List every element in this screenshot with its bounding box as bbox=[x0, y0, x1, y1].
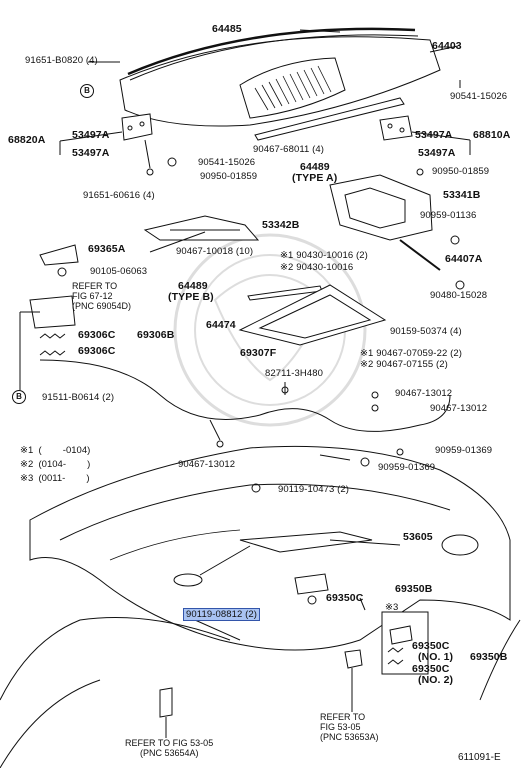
label-91651-60616: 91651-60616 (4) bbox=[83, 190, 155, 201]
label-64485: 64485 bbox=[212, 23, 242, 35]
hood-inner-64474 bbox=[238, 284, 387, 346]
label-90159-50374: 90159-50374 (4) bbox=[390, 326, 462, 337]
ref-fig-53-05-a-line1: REFER TO FIG 53-05 bbox=[125, 738, 214, 748]
label-90959-01136: 90959-01136 bbox=[420, 210, 477, 221]
legend-row-3: ※3 (0011- ) bbox=[20, 473, 90, 484]
legend-row-2: ※2 (0104- ) bbox=[20, 459, 91, 470]
insulator-53341b bbox=[329, 174, 433, 241]
label-69350b-1: 69350B bbox=[395, 583, 433, 595]
hood-latch bbox=[29, 295, 76, 329]
label-69306c-1: 69306C bbox=[78, 329, 116, 341]
label-69350c-no1-sub: (NO. 1) bbox=[418, 651, 454, 663]
label-53497a-3: 53497A bbox=[415, 129, 453, 141]
bracket-69365a bbox=[39, 244, 79, 266]
hood-scoop bbox=[239, 57, 346, 119]
label-69350c-no1: 69350C bbox=[412, 640, 450, 652]
label-90467-13012-b: 90467-13012 bbox=[430, 403, 488, 414]
label-64489-a: 64489 bbox=[300, 161, 330, 173]
release-cable-69307f bbox=[39, 359, 451, 432]
ref-fig-53-05-b-line2: FIG 53-05 bbox=[320, 722, 361, 732]
label-69306c-2: 69306C bbox=[78, 345, 116, 357]
label-53497a-1: 53497A bbox=[72, 129, 110, 141]
right-hinge bbox=[379, 115, 413, 141]
label-64407a: 64407A bbox=[445, 253, 483, 265]
label-91651-b0820: 91651-B0820 (4) bbox=[25, 55, 98, 66]
label-64474: 64474 bbox=[206, 319, 236, 331]
note-5-mark: ※3 bbox=[385, 602, 399, 613]
callout-b-left: B bbox=[12, 390, 26, 404]
label-69350c-1: 69350C bbox=[326, 592, 364, 604]
label-53497a-2: 53497A bbox=[72, 147, 110, 159]
note-2-mark: ※2 bbox=[280, 262, 294, 273]
legend-row-1: ※1 ( -0104) bbox=[20, 445, 91, 456]
note-1-mark: ※1 bbox=[280, 250, 294, 261]
label-69306b: 69306B bbox=[137, 329, 175, 341]
label-90541-15026-a: 90541-15026 bbox=[450, 91, 508, 102]
label-90119-08812-highlighted[interactable]: 90119-08812 (2) bbox=[183, 608, 261, 621]
label-90119-10473: 90119-10473 (2) bbox=[278, 484, 350, 495]
ref-fig-67-12-line3: (PNC 69054D) bbox=[72, 301, 132, 311]
label-90950-01859-a: 90950-01859 bbox=[200, 171, 258, 182]
label-64489-b: 64489 bbox=[178, 280, 208, 292]
label-69350b-2: 69350B bbox=[470, 651, 508, 663]
left-hinge bbox=[121, 113, 153, 141]
label-90467-13012-a: 90467-13012 bbox=[395, 388, 453, 399]
ref-fig-67-12-line2: FIG 67-12 bbox=[72, 291, 113, 301]
label-64489-type-b: (TYPE B) bbox=[168, 291, 214, 303]
seal-53342b bbox=[143, 215, 260, 241]
note-1-text: 90430-10016 (2) bbox=[296, 250, 368, 261]
label-90467-13012-c: 90467-13012 bbox=[178, 459, 236, 470]
car-body bbox=[29, 445, 511, 651]
callout-b-top: B bbox=[80, 84, 94, 98]
label-69350c-no2-sub: (NO. 2) bbox=[418, 674, 454, 686]
label-90959-01369-a: 90959-01369 bbox=[435, 445, 493, 456]
hood-lock-69350b bbox=[294, 573, 329, 595]
label-53497a-4: 53497A bbox=[418, 147, 456, 159]
label-90467-10018: 90467-10018 (10) bbox=[176, 246, 254, 257]
label-69307f: 69307F bbox=[240, 347, 277, 359]
label-68810a: 68810A bbox=[473, 129, 511, 141]
label-90480-15028: 90480-15028 bbox=[430, 290, 488, 301]
label-64489-type-a: (TYPE A) bbox=[292, 172, 338, 184]
label-90959-01369-b: 90959-01369 bbox=[378, 462, 436, 473]
label-90105-06063: 90105-06063 bbox=[90, 266, 148, 277]
figure-id: 611091-E bbox=[458, 752, 501, 763]
note-1-line: ※1 90430-10016 (2) bbox=[280, 250, 368, 261]
ref-fig-67-12-line1: REFER TO bbox=[72, 281, 118, 291]
ref-fig-53-05-b-line3: (PNC 53653A) bbox=[320, 732, 379, 742]
label-53341b: 53341B bbox=[443, 189, 481, 201]
label-82711-3h480: 82711-3H480 bbox=[265, 368, 323, 379]
note-3-line: ※1 90467-07059-22 (2) bbox=[360, 348, 462, 359]
label-90467-07059: 90467-07059-22 (2) bbox=[376, 348, 462, 359]
label-90950-01859-b: 90950-01859 bbox=[432, 166, 490, 177]
ref-fig-53-05-b-line1: REFER TO bbox=[320, 712, 366, 722]
ref-fig-53-05-a-line2: (PNC 53654A) bbox=[140, 748, 199, 758]
note-4-mark: ※2 bbox=[360, 359, 374, 370]
label-53605: 53605 bbox=[403, 531, 433, 543]
label-68820a: 68820A bbox=[8, 134, 46, 146]
label-69365a: 69365A bbox=[88, 243, 126, 255]
label-64403: 64403 bbox=[432, 40, 462, 52]
label-90541-15026-b: 90541-15026 bbox=[198, 157, 256, 168]
label-90467-68011: 90467-68011 (4) bbox=[253, 144, 325, 155]
label-91511-b0614: 91511-B0614 (2) bbox=[42, 392, 115, 403]
label-69350c-no2: 69350C bbox=[412, 663, 450, 675]
note-2-text: 90430-10016 bbox=[296, 262, 354, 273]
note-4-line: ※2 90467-07155 (2) bbox=[360, 359, 448, 370]
label-53342b: 53342B bbox=[262, 219, 300, 231]
note-2-line: ※2 90430-10016 bbox=[280, 262, 353, 273]
note-3-mark: ※1 bbox=[360, 348, 374, 359]
brace-53605 bbox=[239, 531, 373, 553]
label-90467-07155: 90467-07155 (2) bbox=[376, 359, 448, 370]
